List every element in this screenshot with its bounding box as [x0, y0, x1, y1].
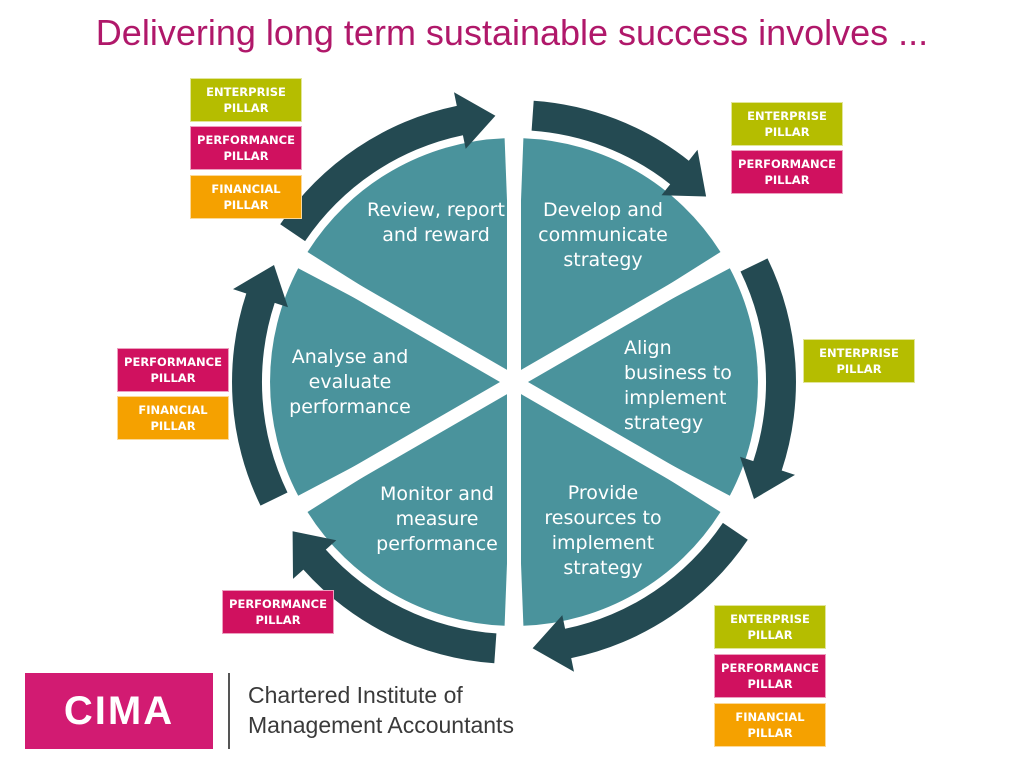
monitor-performance-pillar: PERFORMANCE PILLAR: [222, 590, 334, 634]
provide-performance-pillar: PERFORMANCE PILLAR: [714, 654, 826, 698]
provide-enterprise-pillar: ENTERPRISE PILLAR: [714, 605, 826, 649]
cycle-arrow-provide: [532, 522, 748, 672]
stage-analyse-label: Analyse and evaluate performance: [289, 346, 411, 418]
stage-align-label: Align business to implement strategy: [624, 337, 732, 434]
sector-divider: [297, 252, 518, 389]
develop-enterprise-pillar: ENTERPRISE PILLAR: [731, 102, 843, 146]
sector-divider: [297, 375, 518, 512]
align-enterprise-pillar: ENTERPRISE PILLAR: [803, 339, 915, 383]
stage-review-label: Review, report and reward: [367, 199, 505, 246]
organisation-name-line1: Chartered Institute of: [248, 682, 463, 708]
cycle-arrow-review: [280, 92, 496, 242]
cycle-arrows: [232, 92, 796, 672]
analyse-financial-pillar: FINANCIAL PILLAR: [117, 396, 229, 440]
sector-align: [514, 268, 758, 496]
stage-develop-label: Develop and communicate strategy: [538, 199, 668, 271]
sector-divider: [510, 252, 731, 389]
review-performance-pillar: PERFORMANCE PILLAR: [190, 126, 302, 170]
provide-financial-pillar: FINANCIAL PILLAR: [714, 703, 826, 747]
cycle-arrow-align: [740, 258, 796, 499]
sector-develop: [514, 138, 721, 382]
organisation-name: Chartered Institute of Management Accoun…: [248, 680, 578, 740]
cycle-arrow-monitor: [292, 531, 497, 664]
page-title: Delivering long term sustainable success…: [95, 12, 929, 53]
sector-divider: [510, 375, 731, 512]
review-enterprise-pillar: ENTERPRISE PILLAR: [190, 78, 302, 122]
sector-provide: [514, 382, 721, 626]
stage-monitor-label: Monitor and measure performance: [376, 483, 498, 555]
develop-performance-pillar: PERFORMANCE PILLAR: [731, 150, 843, 194]
hub: [500, 368, 528, 396]
review-financial-pillar: FINANCIAL PILLAR: [190, 175, 302, 219]
cima-logo: CIMA: [25, 673, 213, 749]
stage-provide-label: Provide resources to implement strategy: [544, 482, 662, 579]
cycle-arrow-develop: [531, 100, 707, 197]
analyse-performance-pillar: PERFORMANCE PILLAR: [117, 348, 229, 392]
cycle-sectors: [270, 136, 758, 628]
organisation-name-line2: Management Accountants: [248, 712, 514, 738]
logo-divider: [228, 673, 230, 749]
sector-review: [307, 138, 514, 382]
sector-monitor: [307, 382, 514, 626]
sector-analyse: [270, 268, 514, 496]
cycle-arrow-analyse: [232, 265, 288, 506]
